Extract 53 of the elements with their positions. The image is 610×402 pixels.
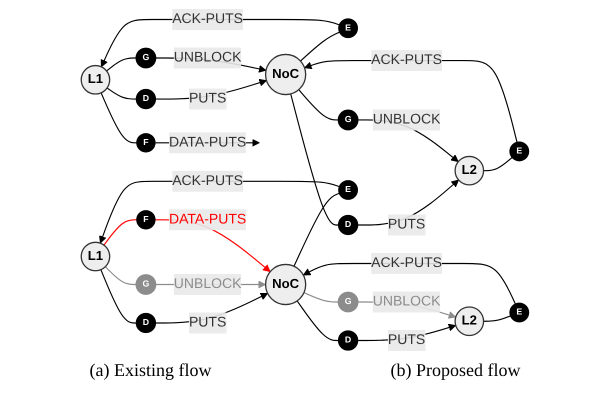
figure-caption: (a) Existing flow bbox=[90, 360, 212, 381]
edge-label: ACK-PUTS bbox=[172, 12, 244, 26]
connector bbox=[104, 219, 137, 246]
node-circle: G bbox=[338, 110, 358, 130]
edge-label: DATA-PUTS bbox=[168, 212, 246, 227]
edge-label: UNBLOCK bbox=[174, 50, 242, 65]
node-circle: E bbox=[338, 180, 358, 200]
connector bbox=[100, 92, 137, 144]
edge-label: PUTS bbox=[188, 315, 226, 330]
node-circle: E bbox=[509, 141, 530, 162]
node-circle: L1 bbox=[80, 242, 110, 272]
connector bbox=[296, 300, 338, 342]
edge-label: ACK-PUTS bbox=[172, 173, 244, 188]
arrow bbox=[302, 262, 516, 304]
node-circle: NoC bbox=[264, 264, 306, 306]
connector bbox=[100, 269, 136, 324]
node-circle: D bbox=[136, 312, 156, 334]
node-circle: F bbox=[136, 210, 156, 230]
edge-label: PUTS bbox=[388, 217, 426, 232]
edge-label: ACK-PUTS bbox=[371, 52, 442, 68]
arrow bbox=[304, 60, 518, 142]
node-circle: E bbox=[338, 18, 358, 38]
node-circle: F bbox=[136, 133, 156, 152]
connector bbox=[290, 94, 338, 226]
node-circle: L2 bbox=[454, 306, 484, 336]
connector bbox=[484, 157, 512, 172]
edge-label: ACK-PUTS bbox=[371, 256, 442, 270]
node-circle: G bbox=[136, 274, 156, 295]
connector bbox=[304, 292, 338, 303]
node-circle: D bbox=[136, 88, 156, 110]
node-circle: D bbox=[338, 330, 358, 351]
edge-label: PUTS bbox=[388, 332, 426, 348]
figure-caption: (b) Proposed flow bbox=[390, 360, 520, 381]
connector bbox=[484, 315, 511, 322]
node-circle: D bbox=[338, 214, 358, 236]
node-circle: G bbox=[136, 48, 156, 68]
edge-label: PUTS bbox=[188, 91, 226, 106]
node-circle: E bbox=[509, 302, 530, 322]
edge-label: UNBLOCK bbox=[174, 276, 242, 292]
edge-label: UNBLOCK bbox=[372, 112, 440, 127]
connector bbox=[298, 89, 338, 121]
node-circle: NoC bbox=[264, 54, 306, 96]
edge-label: DATA-PUTS bbox=[168, 134, 246, 150]
node-circle: L1 bbox=[80, 64, 110, 95]
connector bbox=[105, 266, 136, 286]
edge-label: UNBLOCK bbox=[372, 294, 440, 309]
connector bbox=[106, 57, 136, 72]
arrow bbox=[99, 180, 340, 244]
connector bbox=[293, 192, 340, 267]
node-circle: G bbox=[338, 292, 358, 312]
node-circle: L2 bbox=[454, 156, 484, 186]
connector bbox=[300, 32, 340, 62]
connector bbox=[106, 88, 136, 100]
